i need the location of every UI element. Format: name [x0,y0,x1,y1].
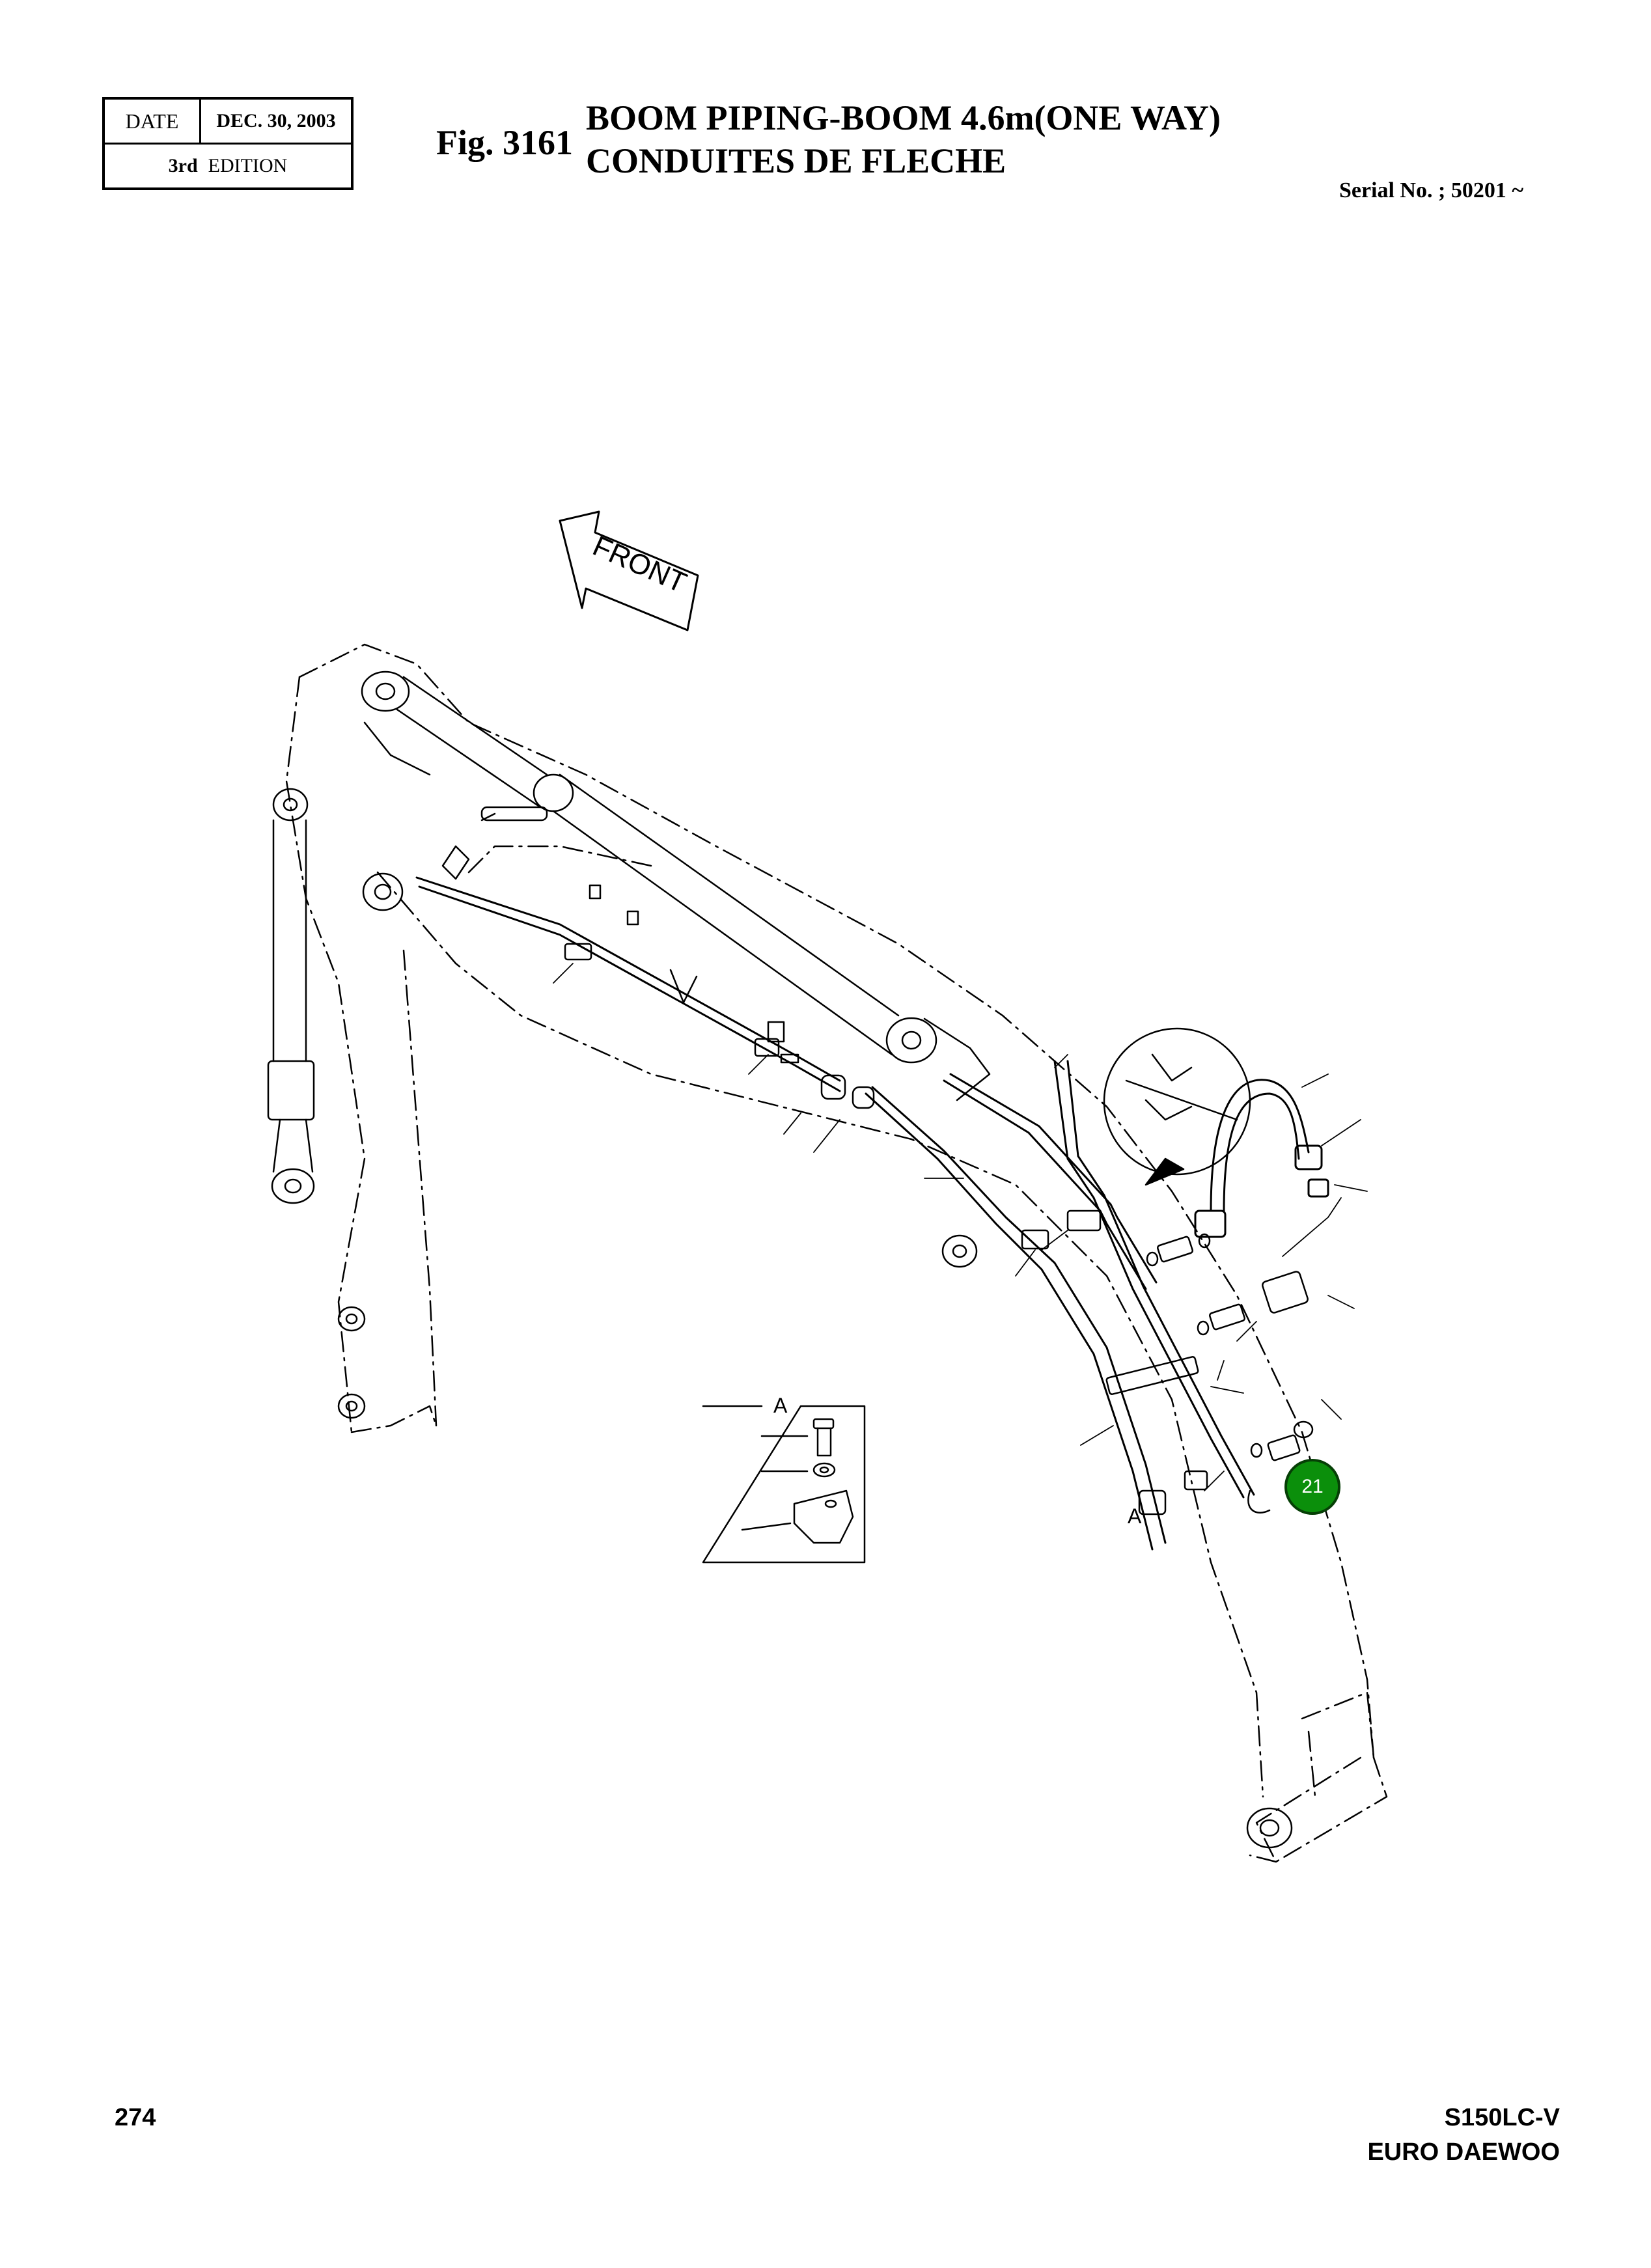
boom-root-pin [362,872,404,911]
arm-cylinder [361,671,991,1101]
date-label: DATE [105,100,201,143]
edition-label: EDITION [208,155,288,176]
pipe-clamps [564,943,1199,1515]
fittings [1146,1233,1314,1514]
front-arrow [559,510,699,631]
manufacturer-name: EURO DAEWOO [1367,2138,1560,2166]
detail-a-reference: A [1128,1504,1142,1528]
left-brackets [441,806,799,1064]
title-english: BOOM PIPING-BOOM 4.6m(ONE WAY) [586,98,1221,137]
model-name: S150LC-V [1444,2104,1560,2131]
part-callout-21[interactable]: 21 [1284,1459,1340,1515]
boom-pipes [415,876,1255,1551]
figure-number: Fig. 3161 [436,123,573,162]
date-value: DEC. 30, 2003 [216,110,336,131]
title-french: CONDUITES DE FLECHE [586,141,1006,180]
detail-magnifier [1103,1027,1251,1186]
date-row: DATE DEC. 30, 2003 [105,100,351,145]
boom-cylinder-left [267,788,315,1204]
page-number: 274 [115,2104,156,2131]
boom-outline [285,643,1388,1863]
boom-foot-pins [337,1306,366,1419]
edition-number: 3rd [168,155,198,176]
edition-row: 3rd EDITION [105,145,351,187]
hose-assembly [1194,1079,1329,1238]
boom-middle-pin [941,1234,978,1268]
front-label: FRONT [588,530,691,599]
serial-number: Serial No. ; 50201 ~ [1339,178,1523,202]
date-edition-box: DATE DEC. 30, 2003 3rd EDITION [102,97,354,190]
leader-lines [553,963,1368,1491]
detail-a-title: A [773,1394,788,1417]
detail-a-box [702,1405,866,1564]
boom-tip-pin [1246,1807,1293,1849]
